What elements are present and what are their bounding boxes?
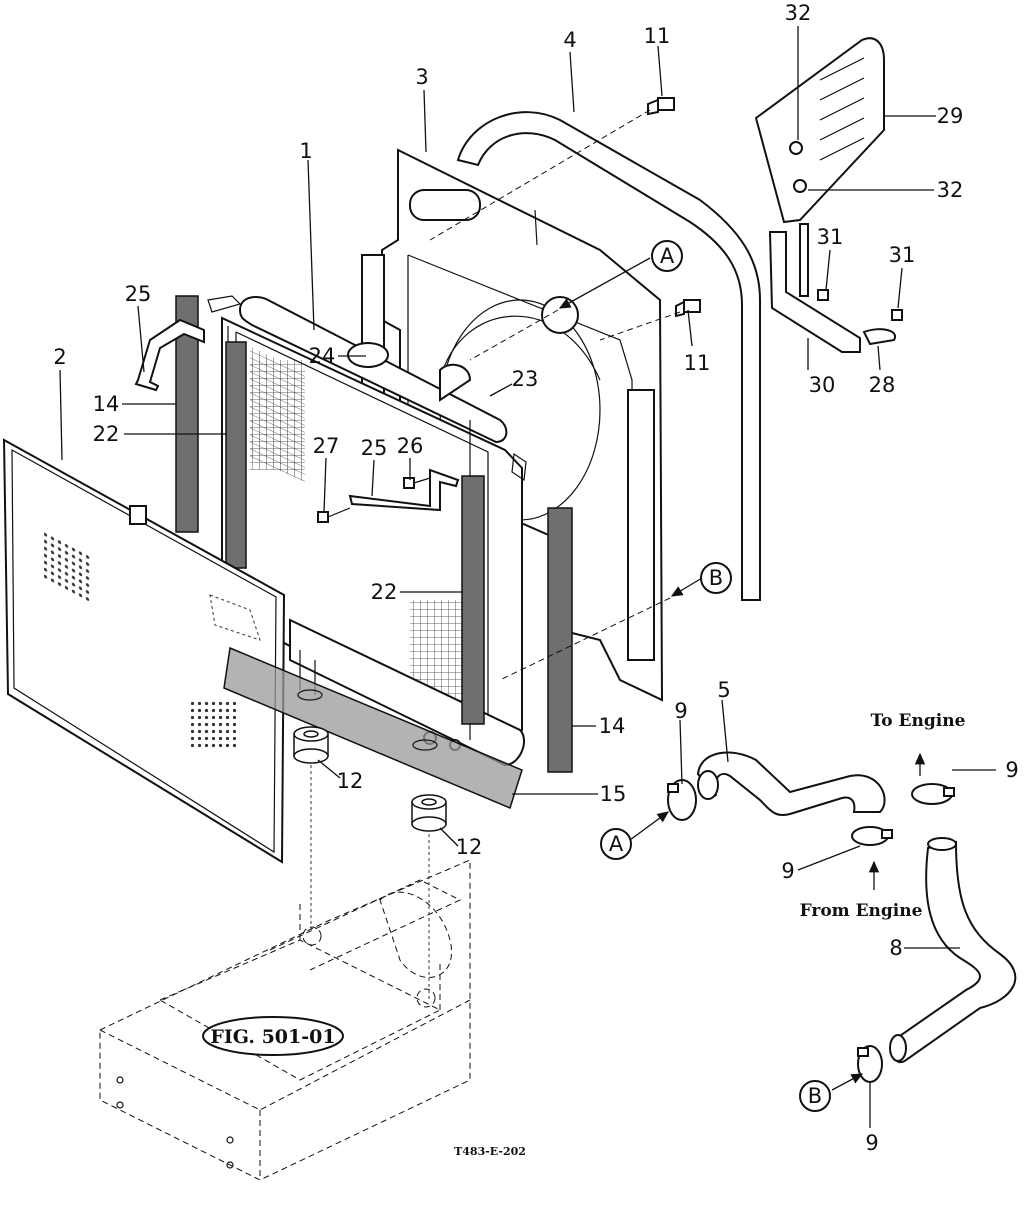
callout-9-a: 9 bbox=[674, 699, 687, 723]
callout-2: 2 bbox=[53, 345, 66, 369]
direction-arrows bbox=[469, 257, 926, 1091]
seal-strip-22-right bbox=[461, 475, 485, 725]
callout-9-d: 9 bbox=[865, 1131, 878, 1155]
callout-29: 29 bbox=[937, 104, 964, 128]
callout-4: 4 bbox=[563, 28, 576, 52]
ref-circle-b-upper: B bbox=[700, 562, 732, 594]
bolt-31-b bbox=[891, 309, 903, 321]
callout-5: 5 bbox=[717, 678, 730, 702]
cover-plate bbox=[754, 37, 885, 224]
hose-5 bbox=[696, 751, 886, 816]
callout-28: 28 bbox=[869, 373, 896, 397]
bracket-30 bbox=[768, 223, 861, 353]
ref-label: A bbox=[660, 244, 675, 268]
callout-26: 26 bbox=[397, 434, 424, 458]
nut-32-b bbox=[793, 179, 807, 193]
callout-22-a: 22 bbox=[93, 422, 120, 446]
clamp-9-b bbox=[911, 783, 955, 805]
callout-31-b: 31 bbox=[889, 243, 916, 267]
clamp-9-c bbox=[851, 826, 893, 846]
bottom-strap bbox=[223, 646, 523, 810]
callout-24: 24 bbox=[309, 344, 336, 368]
leader-lines bbox=[59, 26, 996, 1128]
ref-circle-a-lower: A bbox=[600, 828, 632, 860]
from-engine-note: From Engine bbox=[800, 901, 923, 921]
callout-25-a: 25 bbox=[125, 282, 152, 306]
callout-30: 30 bbox=[809, 373, 836, 397]
callout-8: 8 bbox=[889, 936, 902, 960]
figure-code: T483-E-202 bbox=[454, 1145, 526, 1158]
bolt-27 bbox=[317, 507, 351, 523]
callout-23: 23 bbox=[512, 367, 539, 391]
callout-12-b: 12 bbox=[456, 835, 483, 859]
ref-label: A bbox=[609, 832, 624, 856]
figure-title: FIG. 501-01 bbox=[210, 1026, 335, 1048]
ref-label: B bbox=[709, 566, 723, 590]
bolt-31-a bbox=[817, 289, 829, 301]
base-frame bbox=[99, 859, 471, 1181]
callout-25-b: 25 bbox=[361, 436, 388, 460]
seal-strip-right bbox=[547, 507, 573, 773]
callout-27: 27 bbox=[313, 434, 340, 458]
ref-circle-a-upper: A bbox=[651, 240, 683, 272]
callout-labels: 1 2 3 4 5 8 9 9 9 9 11 11 12 12 14 14 15… bbox=[53, 1, 1018, 1155]
callout-9-b: 9 bbox=[1005, 758, 1018, 782]
callout-32-a: 32 bbox=[785, 1, 812, 25]
bracket-25-lower bbox=[348, 468, 460, 512]
ref-circle-b-lower: B bbox=[799, 1080, 831, 1112]
to-engine-note: To Engine bbox=[871, 711, 966, 731]
callout-32-b: 32 bbox=[937, 178, 964, 202]
figure-title-badge: FIG. 501-01 bbox=[202, 1016, 344, 1056]
callout-11-a: 11 bbox=[644, 24, 671, 48]
callout-31-a: 31 bbox=[817, 225, 844, 249]
handle-bar bbox=[456, 111, 761, 601]
callout-11-b: 11 bbox=[684, 351, 711, 375]
rubber-mount-1 bbox=[293, 726, 329, 764]
callout-1: 1 bbox=[299, 139, 312, 163]
callout-15: 15 bbox=[600, 782, 627, 806]
clamp-9-d bbox=[857, 1045, 883, 1083]
nut-32-a bbox=[789, 141, 803, 155]
ref-label: B bbox=[808, 1084, 822, 1108]
callout-12-a: 12 bbox=[337, 769, 364, 793]
bracket-25-upper bbox=[134, 318, 205, 392]
bolt-11-upper bbox=[647, 97, 675, 116]
callout-14-b: 14 bbox=[599, 714, 626, 738]
bolt-11-lower bbox=[675, 299, 701, 318]
hose-8 bbox=[889, 837, 1017, 1063]
guard-panel bbox=[2, 438, 286, 864]
rubber-mount-2 bbox=[411, 794, 447, 832]
seal-strip-22-left bbox=[225, 341, 247, 569]
seal-strip-left bbox=[175, 295, 199, 533]
bolt-26 bbox=[403, 477, 431, 489]
callout-3: 3 bbox=[415, 65, 428, 89]
clamp-9-a bbox=[667, 779, 697, 821]
callout-9-c: 9 bbox=[781, 859, 794, 883]
clip-28 bbox=[862, 328, 897, 346]
callout-14-a: 14 bbox=[93, 392, 120, 416]
callout-22-b: 22 bbox=[371, 580, 398, 604]
